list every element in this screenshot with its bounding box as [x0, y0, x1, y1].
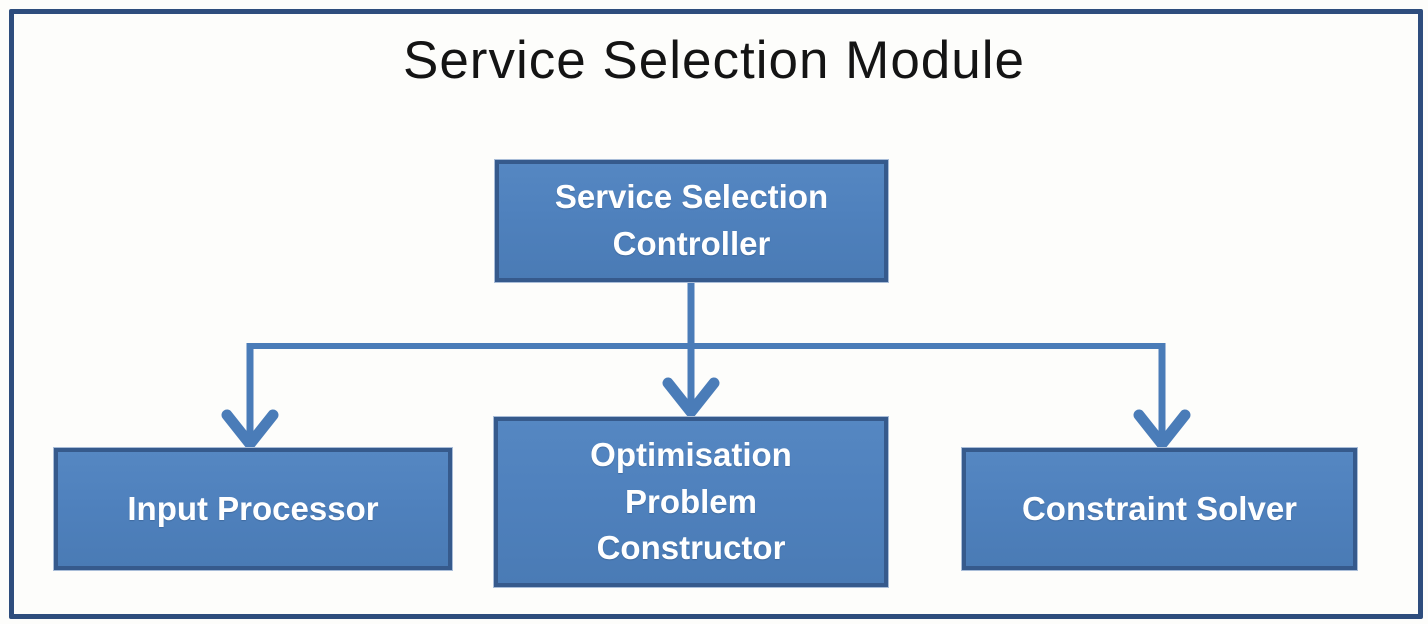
node-optimisation-problem-constructor: Optimisation Problem Constructor	[494, 417, 888, 587]
diagram-outer-frame	[9, 9, 1423, 619]
diagram-title: Service Selection Module	[402, 31, 1026, 90]
node-constraint-solver-label: Constraint Solver	[1021, 489, 1298, 527]
node-input-processor: Input Processor	[54, 448, 452, 570]
node-constraint-solver: Constraint Solver	[962, 448, 1357, 570]
node-service-selection-controller-label: Service Selection Controller	[554, 178, 829, 262]
node-service-selection-controller: Service Selection Controller	[495, 160, 888, 282]
node-input-processor-label: Input Processor	[127, 489, 379, 527]
node-optimisation-problem-constructor-label: Optimisation Problem Constructor	[590, 435, 792, 567]
